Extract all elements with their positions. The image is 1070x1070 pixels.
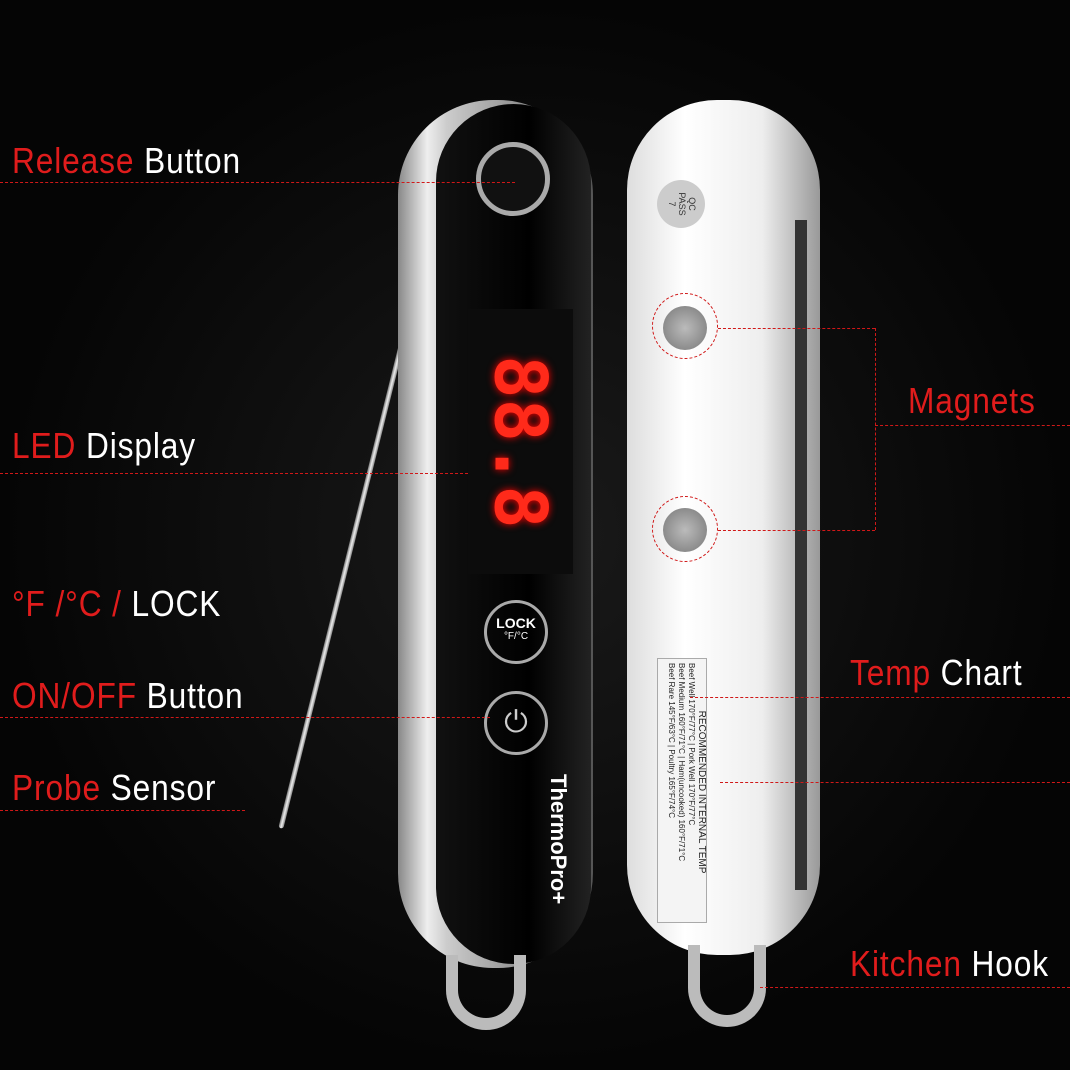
front-hook[interactable] [446,955,526,1030]
front-face: 88.8 LOCK °F/°C ⏻ ThermoPro+ [436,104,591,964]
label-led-display: LED Display [12,425,197,466]
hook-line [760,987,1070,988]
label-unit-lock: °F /°C / LOCK [12,583,222,624]
chart-row: Beef Rare 145°F/63°C | Poultry 165°F/74°… [667,663,676,818]
onoff-line [0,717,490,718]
magnet-top-highlight [652,293,718,359]
thermometer-front: 88.8 LOCK °F/°C ⏻ ThermoPro+ [398,100,593,968]
back-hook[interactable] [688,945,766,1027]
chart-row: Beef Well 170°F/77°C | Pork Well 170°F/7… [687,663,696,826]
label-temp-chart: Temp Chart [850,652,1023,693]
chart-lower-line [720,782,1070,783]
lock-unit-button[interactable]: LOCK °F/°C [484,600,548,664]
temp-chart-title: RECOMMENDED INTERNAL TEMP [696,710,707,874]
chart-row: Beef Medium 160°F/71°C | Ham(uncooked) 1… [677,663,686,862]
lock-label: LOCK [496,615,536,631]
magnet-bracket [875,328,876,530]
dark-side-strip [795,220,807,890]
label-probe-sensor: Probe Sensor [12,767,217,808]
release-line [0,182,515,183]
power-icon: ⏻ [504,706,528,739]
magnet-bottom-highlight [652,496,718,562]
led-display: 88.8 [468,309,573,574]
unit-label: °F/°C [503,631,529,642]
label-release-button: Release Button [12,140,241,181]
led-line [0,473,468,474]
magnet-top-line [718,328,875,329]
magnet-bottom-line [718,530,875,531]
brand-logo: ThermoPro+ [546,774,571,905]
label-kitchen-hook: Kitchen Hook [850,943,1050,984]
temp-chart: RECOMMENDED INTERNAL TEMP Beef Well 170°… [657,658,707,923]
led-readout: 88.8 [478,354,563,529]
probe-line [0,810,245,811]
release-button[interactable] [476,142,550,216]
power-button[interactable]: ⏻ [484,691,548,755]
label-onoff-button: ON/OFF Button [12,675,244,716]
temp-chart-line [690,697,1070,698]
label-magnets: Magnets [908,380,1036,421]
magnets-line [875,425,1070,426]
